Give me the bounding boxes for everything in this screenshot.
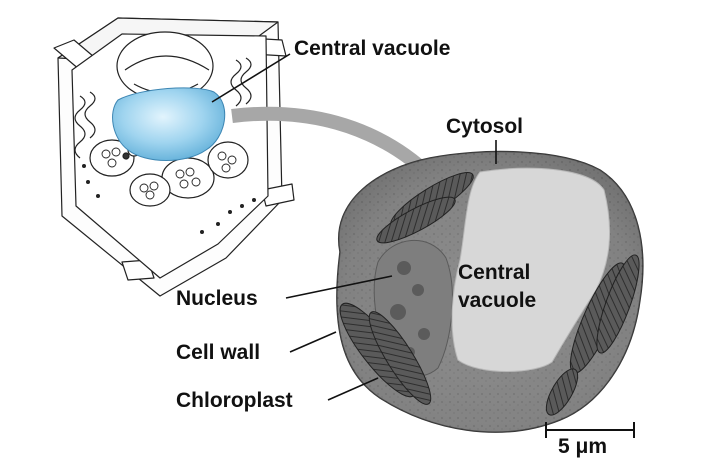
central-vacuole-blue: [112, 87, 226, 161]
central-vacuole-micrograph: [451, 167, 611, 372]
label-central-inner: Central: [458, 261, 531, 284]
chloroplast-left-2: [368, 311, 432, 405]
label-cell-wall: Cell wall: [176, 341, 261, 364]
leader-nucleus: [285, 275, 393, 299]
label-vacuole-inner: vacuole: [458, 289, 537, 312]
label-central-vacuole: Central vacuole: [294, 37, 451, 60]
label-nucleus: Nucleus: [176, 287, 258, 310]
chloroplast-top-2: [376, 196, 456, 244]
scale-bar: [545, 422, 635, 438]
electron-micrograph: [336, 150, 644, 433]
label-chloroplast: Chloroplast: [176, 389, 293, 412]
leader-chloroplast: [327, 377, 379, 401]
chloroplast-bottom: [545, 368, 579, 416]
chloroplast-right-2: [596, 254, 640, 354]
leader-central-vacuole: [211, 53, 291, 103]
leader-cell-wall: [289, 331, 337, 353]
label-cytosol: Cytosol: [446, 115, 524, 138]
leader-lines: [211, 53, 497, 401]
label-scale-bar: 5 μm: [558, 435, 608, 458]
plant-cell-illustration: [53, 17, 295, 297]
